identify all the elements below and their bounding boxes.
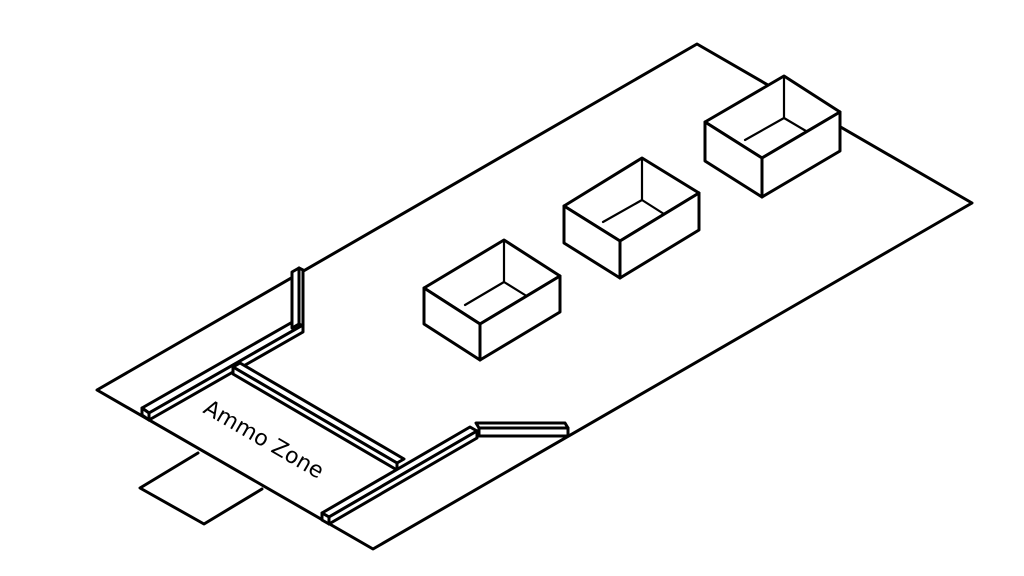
corner-post bbox=[290, 266, 305, 330]
goal-box-2 bbox=[562, 156, 701, 280]
zone-divider-rail bbox=[231, 361, 406, 472]
lower-right-rail bbox=[320, 425, 479, 526]
right-end-rail bbox=[474, 421, 570, 438]
goal-box-1 bbox=[422, 238, 562, 362]
goal-box-3 bbox=[703, 74, 842, 199]
step-pad bbox=[138, 451, 264, 526]
